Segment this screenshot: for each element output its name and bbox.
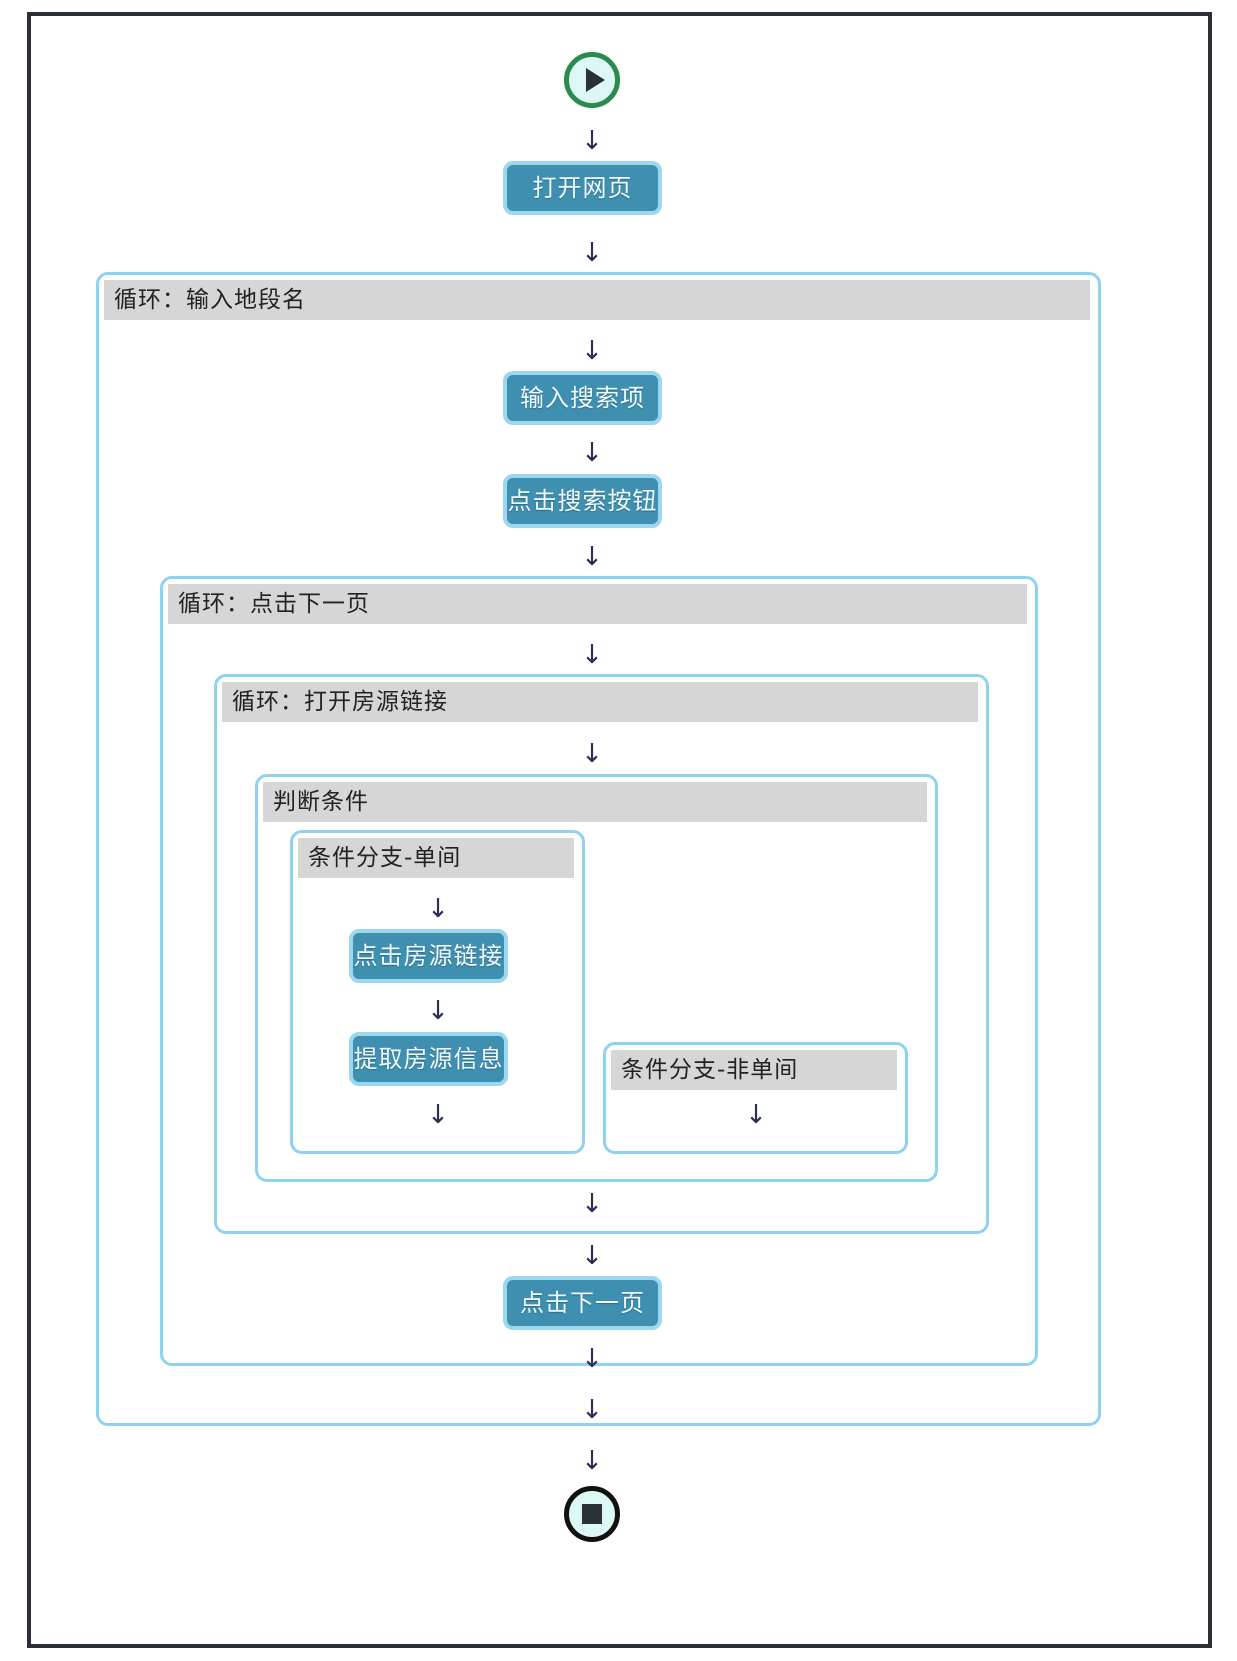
block-title-loop-open-listing-link: 循环：打开房源链接 [222, 682, 978, 722]
flow-root: ↓ 打开网页 ↓ 循环：输入地段名 ↓ 输入搜索项 ↓ 点击搜索按钮 ↓ 循环：… [31, 16, 1208, 1644]
block-title-loop-input-district: 循环：输入地段名 [104, 280, 1090, 320]
block-title-branch-single-room: 条件分支-单间 [298, 838, 574, 878]
block-loop-input-district[interactable]: 循环：输入地段名 [96, 272, 1101, 1426]
arrow-down: ↓ [581, 1189, 603, 1219]
arrow-down: ↓ [581, 336, 603, 366]
arrow-down: ↓ [581, 1241, 603, 1271]
start-node[interactable] [564, 52, 620, 108]
block-condition[interactable]: 判断条件 [255, 774, 938, 1182]
arrow-down: ↓ [581, 238, 603, 268]
arrow-down: ↓ [427, 996, 449, 1026]
stop-icon [582, 1504, 602, 1524]
arrow-down: ↓ [581, 438, 603, 468]
arrow-down: ↓ [427, 1100, 449, 1130]
block-loop-open-listing-link[interactable]: 循环：打开房源链接 [214, 674, 989, 1234]
window-frame: ↓ 打开网页 ↓ 循环：输入地段名 ↓ 输入搜索项 ↓ 点击搜索按钮 ↓ 循环：… [27, 12, 1212, 1648]
block-title-branch-non-single-room: 条件分支-非单间 [611, 1050, 897, 1090]
arrow-down: ↓ [581, 739, 603, 769]
node-input-search-term[interactable]: 输入搜索项 [503, 371, 662, 425]
block-loop-click-next-page[interactable]: 循环：点击下一页 [160, 576, 1038, 1366]
arrow-down: ↓ [581, 640, 603, 670]
arrow-down: ↓ [745, 1100, 767, 1130]
block-branch-single-room[interactable]: 条件分支-单间 [290, 830, 585, 1154]
node-click-search-button[interactable]: 点击搜索按钮 [503, 474, 662, 528]
block-branch-non-single-room[interactable]: 条件分支-非单间 [603, 1042, 908, 1154]
arrow-down: ↓ [581, 1395, 603, 1425]
arrow-down: ↓ [581, 542, 603, 572]
arrow-down: ↓ [581, 1344, 603, 1374]
node-click-listing-link[interactable]: 点击房源链接 [349, 929, 508, 983]
block-title-condition: 判断条件 [263, 782, 927, 822]
node-click-next-page[interactable]: 点击下一页 [503, 1276, 662, 1330]
node-open-page[interactable]: 打开网页 [503, 161, 662, 215]
arrow-down: ↓ [427, 894, 449, 924]
block-title-loop-click-next-page: 循环：点击下一页 [168, 584, 1027, 624]
play-icon [585, 68, 605, 92]
node-extract-listing-info[interactable]: 提取房源信息 [349, 1032, 508, 1086]
arrow-down: ↓ [581, 126, 603, 156]
arrow-down: ↓ [581, 1446, 603, 1476]
end-node[interactable] [564, 1486, 620, 1542]
